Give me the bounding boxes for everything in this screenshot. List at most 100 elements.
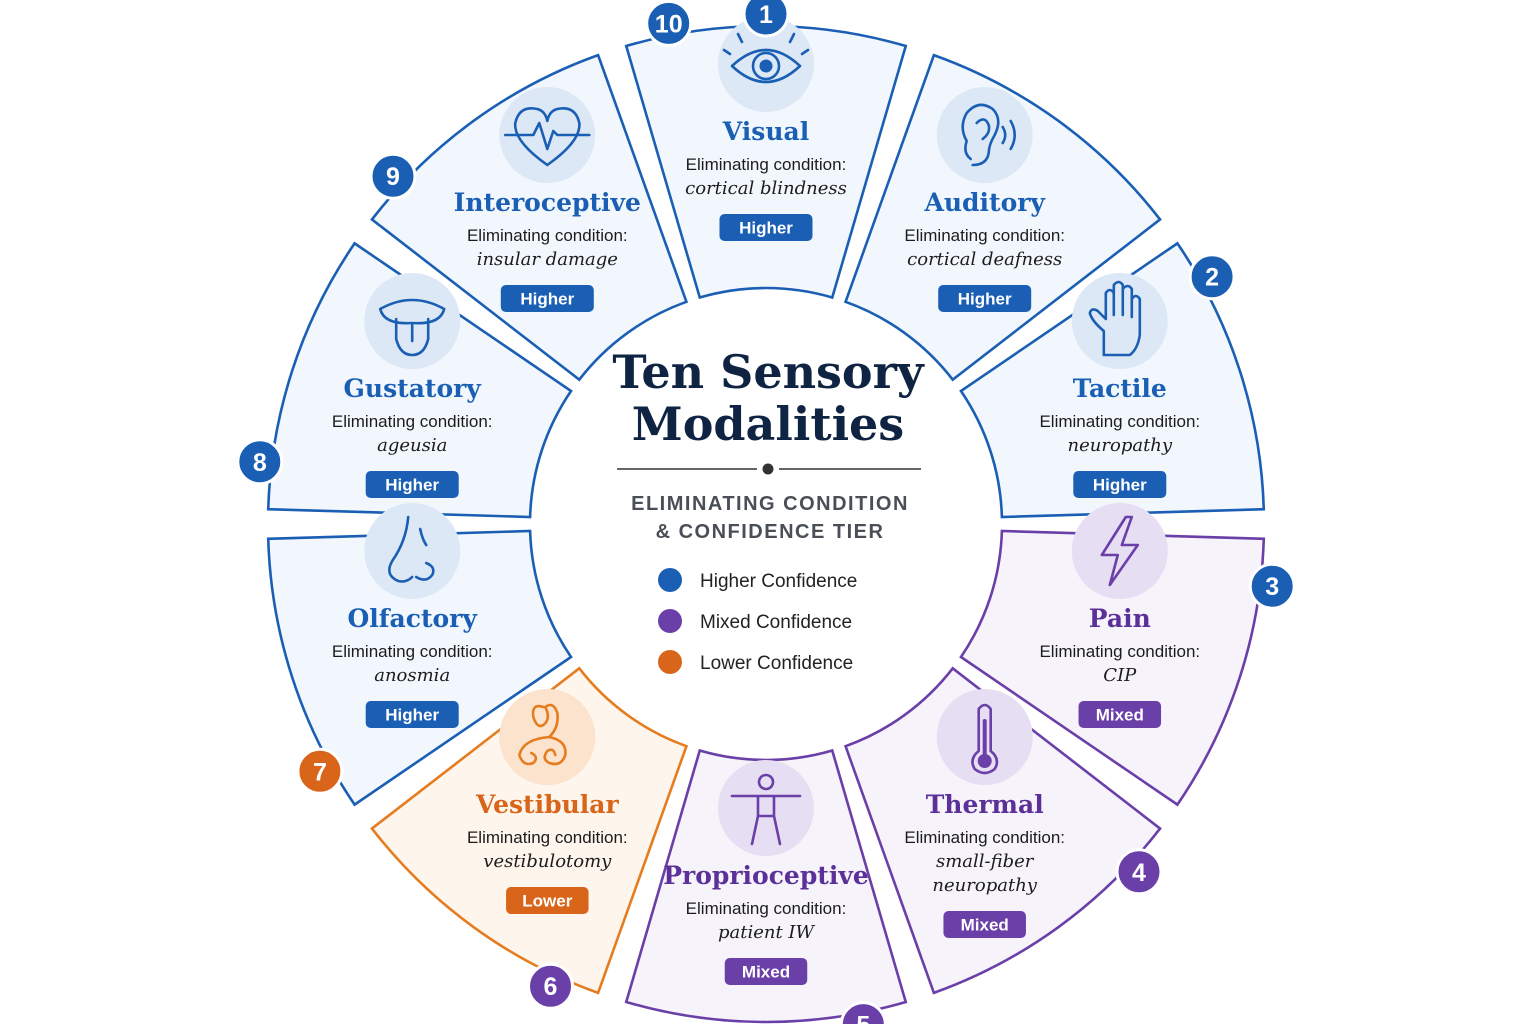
- condition-label: Eliminating condition:: [686, 899, 847, 918]
- condition-value: patient IW: [718, 922, 816, 943]
- segment-visual: [624, 24, 908, 300]
- number-badge-label: 8: [253, 449, 267, 477]
- confidence-badge: Mixed: [724, 958, 808, 985]
- modality-name: Tactile: [1073, 374, 1167, 403]
- number-badge-1: 1: [742, 0, 790, 38]
- segment-olfactory: [266, 529, 573, 807]
- condition-value: ageusia: [377, 435, 447, 456]
- condition-label: Eliminating condition:: [1039, 412, 1200, 431]
- hand-icon: [1071, 273, 1168, 369]
- modality-name: Interoceptive: [454, 188, 641, 217]
- condition-label: Eliminating condition:: [904, 226, 1065, 245]
- number-badge-label: 10: [655, 10, 683, 38]
- confidence-badge: Mixed: [1078, 701, 1162, 728]
- confidence-badge-label: Lower: [522, 892, 572, 911]
- number-badge-label: 9: [386, 163, 400, 191]
- segment-auditory: [843, 53, 1162, 382]
- eye-icon: [718, 16, 814, 112]
- condition-label: Eliminating condition:: [332, 642, 493, 661]
- condition-label: Eliminating condition:: [467, 226, 628, 245]
- number-badge-label: 3: [1265, 573, 1279, 601]
- condition-value: anosmia: [374, 665, 450, 686]
- modality-name: Visual: [722, 117, 809, 146]
- legend-label: Higher Confidence: [700, 571, 857, 592]
- number-badge-5: 5: [839, 1001, 887, 1024]
- center-panel: Ten Sensory Modalities ELIMINATING CONDI…: [612, 345, 925, 674]
- number-badge-10: 10: [645, 0, 693, 47]
- confidence-badge-label: Higher: [385, 706, 439, 725]
- number-badge-4: 4: [1115, 848, 1163, 896]
- nose-icon: [364, 503, 461, 599]
- number-badge-8: 8: [236, 438, 284, 486]
- number-badge-label: 2: [1205, 264, 1219, 292]
- segment-interoceptive: [370, 53, 689, 382]
- legend-label: Lower Confidence: [700, 653, 853, 674]
- confidence-badge: Higher: [1073, 471, 1167, 498]
- confidence-badge: Higher: [365, 701, 459, 728]
- confidence-badge-label: Higher: [958, 290, 1012, 309]
- body-icon: [718, 760, 814, 856]
- ear-icon: [936, 87, 1033, 183]
- legend-item-mixed: Mixed Confidence: [658, 609, 852, 633]
- legend-label: Mixed Confidence: [700, 612, 852, 633]
- condition-value: CIP: [1103, 665, 1137, 686]
- title-line-1: Ten Sensory: [612, 345, 924, 399]
- number-badge-2: 2: [1188, 253, 1236, 301]
- condition-label: Eliminating condition:: [332, 412, 493, 431]
- confidence-badge: Lower: [506, 887, 589, 914]
- segment-pain: [959, 529, 1266, 807]
- confidence-badge: Higher: [500, 285, 594, 312]
- confidence-badge-label: Mixed: [961, 916, 1009, 935]
- legend-swatch: [658, 568, 682, 592]
- segment-tactile: [959, 241, 1266, 519]
- segment-thermal: [843, 666, 1162, 995]
- condition-label: Eliminating condition:: [1039, 642, 1200, 661]
- condition-value: insular damage: [477, 249, 618, 270]
- number-badge-label: 4: [1132, 859, 1146, 887]
- modality-name: Gustatory: [344, 374, 483, 403]
- segments-layer: [266, 24, 1266, 1024]
- modality-name: Olfactory: [348, 604, 479, 633]
- number-badge-7: 7: [296, 747, 344, 795]
- number-badge-3: 3: [1248, 562, 1296, 610]
- legend-swatch: [658, 650, 682, 674]
- confidence-badge-label: Higher: [520, 290, 574, 309]
- modality-name: Proprioceptive: [663, 861, 869, 890]
- confidence-badge-label: Mixed: [742, 963, 790, 982]
- legend-swatch: [658, 609, 682, 633]
- modality-name: Auditory: [923, 188, 1046, 217]
- subtitle-line-1: ELIMINATING CONDITION: [631, 493, 909, 515]
- confidence-badge-label: Higher: [739, 219, 793, 238]
- segment-vestibular: [370, 666, 689, 995]
- condition-value: neuropathy: [1068, 435, 1173, 456]
- modality-name: Vestibular: [475, 790, 619, 819]
- number-badge-9: 9: [369, 152, 417, 200]
- condition-value: vestibulotomy: [483, 851, 612, 872]
- subtitle-line-2: & CONFIDENCE TIER: [656, 521, 885, 543]
- condition-label: Eliminating condition:: [686, 155, 847, 174]
- number-badge-label: 7: [313, 758, 327, 786]
- condition-value: neuropathy: [932, 875, 1037, 896]
- confidence-badge: Mixed: [943, 911, 1026, 938]
- confidence-badge-label: Higher: [385, 476, 439, 495]
- condition-value: cortical deafness: [907, 249, 1062, 270]
- numbers-layer: 12345678910: [236, 0, 1296, 1024]
- tongue-icon: [364, 273, 461, 369]
- heart-icon: [499, 87, 596, 183]
- confidence-badge: Higher: [719, 214, 813, 241]
- legend-item-lower: Lower Confidence: [658, 650, 853, 674]
- segment-gustatory: [266, 241, 573, 519]
- confidence-badge-label: Higher: [1093, 476, 1147, 495]
